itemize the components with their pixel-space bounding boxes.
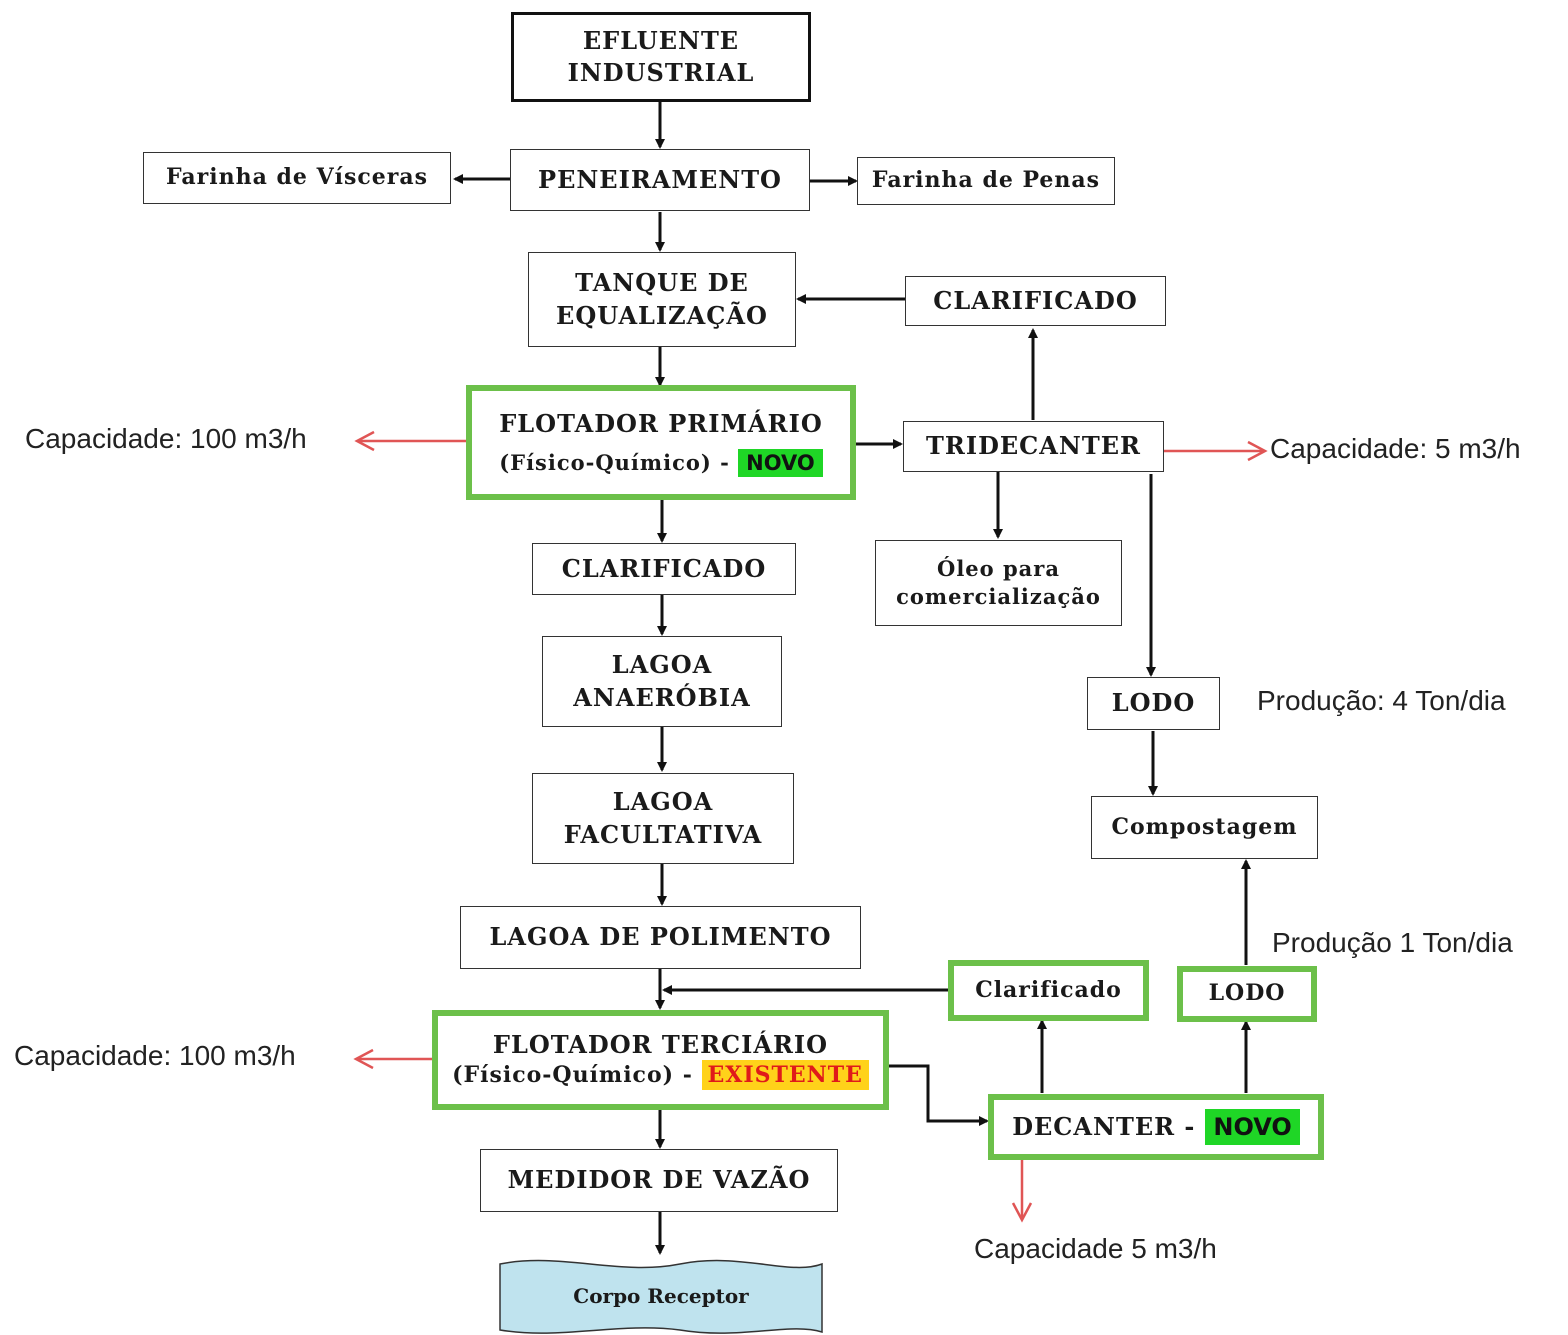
- medidor-vazao-box: MEDIDOR DE VAZÃO: [480, 1149, 838, 1212]
- corpo-receptor-label: Corpo Receptor: [573, 1284, 749, 1308]
- lodo-lower-box: LODO: [1177, 966, 1317, 1022]
- oleo-comercializacao-box: Óleo para comercialização: [875, 540, 1122, 626]
- farinha-visceras-box: Farinha de Vísceras: [143, 152, 451, 204]
- flotador-primario-line2: (Físico-Químico) -: [499, 449, 730, 475]
- flotador-primario-line2-row: (Físico-Químico) - NOVO: [499, 448, 823, 477]
- compostagem-label: Compostagem: [1111, 813, 1298, 840]
- farinha-penas-label: Farinha de Penas: [871, 167, 1101, 194]
- farinha-penas-box: Farinha de Penas: [857, 157, 1115, 205]
- flotador-terciario-box: FLOTADOR TERCIÁRIO (Físico-Químico) - EX…: [432, 1010, 889, 1110]
- tridecanter-box: TRIDECANTER: [903, 421, 1164, 472]
- clarificado-top-label: CLARIFICADO: [933, 285, 1138, 315]
- note-cap-terciario: Capacidade: 100 m3/h: [14, 1040, 296, 1071]
- note-producao-1: Produção 1 Ton/dia: [1272, 927, 1513, 958]
- lagoa-anaerobia-box: LAGOA ANAERÓBIA: [542, 636, 782, 727]
- flotador-terciario-line1: FLOTADOR TERCIÁRIO: [492, 1029, 829, 1059]
- flotador-terciario-line2: (Físico-Químico) -: [452, 1062, 693, 1089]
- medidor-label: MEDIDOR DE VAZÃO: [507, 1165, 811, 1195]
- corpo-receptor-shape: [499, 1259, 823, 1334]
- flotador-terciario-line2-row: (Físico-Químico) - EXISTENTE: [452, 1060, 869, 1091]
- note-producao-4: Produção: 4 Ton/dia: [1257, 685, 1506, 716]
- peneiramento-box: PENEIRAMENTO: [510, 149, 810, 211]
- tanque-equalizacao-box: TANQUE DE EQUALIZAÇÃO: [528, 252, 796, 347]
- oleo-line2: comercialização: [896, 584, 1101, 609]
- note-cap-tridecanter: Capacidade: 5 m3/h: [1270, 433, 1521, 464]
- peneiramento-label: PENEIRAMENTO: [538, 164, 782, 194]
- efluente-line2: INDUSTRIAL: [567, 58, 755, 87]
- efluente-industrial-box: EFLUENTE INDUSTRIAL: [511, 12, 811, 102]
- clarificado-top-box: CLARIFICADO: [905, 276, 1166, 326]
- clarificado-mid-box: CLARIFICADO: [532, 543, 796, 595]
- clarificado-lower-box: Clarificado: [948, 960, 1149, 1021]
- lodo-upper-box: LODO: [1087, 677, 1220, 730]
- tridecanter-label: TRIDECANTER: [926, 431, 1141, 461]
- novo-tag: NOVO: [738, 448, 823, 477]
- decanter-box: DECANTER - NOVO: [988, 1094, 1324, 1160]
- flotador-primario-line1: FLOTADOR PRIMÁRIO: [499, 409, 823, 439]
- note-cap-primario: Capacidade: 100 m3/h: [25, 423, 307, 454]
- existente-tag: EXISTENTE: [701, 1060, 869, 1091]
- clarificado-lower-label: Clarificado: [975, 976, 1122, 1003]
- compostagem-box: Compostagem: [1091, 796, 1318, 859]
- clarificado-mid-label: CLARIFICADO: [561, 553, 767, 583]
- anaerobia-line1: LAGOA: [611, 650, 713, 680]
- arrow-terciario-decanter: [889, 1064, 989, 1126]
- lodo-lower-label: LODO: [1208, 980, 1286, 1007]
- decanter-label: DECANTER -: [1012, 1111, 1196, 1141]
- facultativa-line2: FACULTATIVA: [563, 819, 763, 849]
- efluente-line1: EFLUENTE: [582, 25, 740, 55]
- facultativa-line1: LAGOA: [612, 787, 714, 817]
- tanque-line1: TANQUE DE: [575, 268, 749, 298]
- lodo-upper-label: LODO: [1111, 688, 1196, 718]
- tanque-line2: EQUALIZAÇÃO: [556, 300, 768, 330]
- decanter-novo-tag: NOVO: [1205, 1108, 1300, 1146]
- lagoa-polimento-label: LAGOA DE POLIMENTO: [489, 922, 832, 952]
- lagoa-polimento-box: LAGOA DE POLIMENTO: [460, 906, 861, 969]
- flotador-primario-box: FLOTADOR PRIMÁRIO (Físico-Químico) - NOV…: [466, 385, 856, 500]
- oleo-line1: Óleo para: [937, 555, 1060, 581]
- lagoa-facultativa-box: LAGOA FACULTATIVA: [532, 773, 794, 864]
- note-cap-decanter: Capacidade 5 m3/h: [974, 1233, 1217, 1264]
- farinha-visceras-label: Farinha de Vísceras: [166, 164, 428, 191]
- anaerobia-line2: ANAERÓBIA: [573, 682, 751, 712]
